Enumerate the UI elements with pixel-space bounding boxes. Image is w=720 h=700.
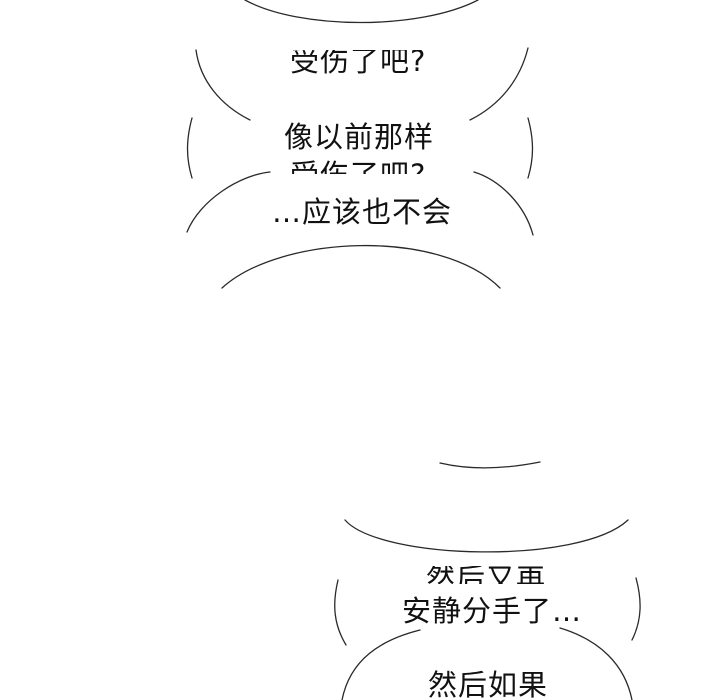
bubble-8-top-arc	[341, 629, 421, 700]
bubble-6-text: 然后又再	[426, 566, 547, 584]
bubble-7-right-curve	[631, 577, 641, 641]
bubble-7-left-curve	[334, 579, 347, 646]
bubble-2-line-1: 像以前那样	[284, 120, 435, 154]
bubble-3-text: …应该也不会	[272, 195, 453, 229]
bubble-1-text-clip: 受伤了吧?	[280, 50, 460, 86]
bubble-1-text: 受伤了吧?	[290, 50, 427, 78]
bubble-5-bottom-arc	[439, 461, 541, 469]
bubble-4-top-arc	[221, 244, 501, 289]
bubble-2-text-clip: 像以前那样 受伤了吧?	[270, 112, 470, 174]
bubble-7-text: 安静分手了…	[402, 594, 583, 628]
bubble-2-right-curve	[527, 117, 534, 179]
bubble-8-top-arc-right	[559, 627, 633, 700]
bubble-1-left-curve	[195, 49, 251, 121]
bubble-8-text: 然后如果	[428, 668, 549, 700]
bubble-top-bottom-arc	[244, 0, 479, 24]
bubble-6-bottom-arc	[344, 519, 629, 553]
bubble-1-right-curve	[469, 47, 529, 121]
bubble-6-text-clip: 然后又再	[420, 566, 570, 584]
bubble-2-line-2: 受伤了吧?	[290, 156, 426, 174]
bubble-3-top-arc	[186, 171, 271, 233]
bubble-3-top-arc-right	[473, 171, 534, 236]
bubble-2-left-curve	[186, 117, 193, 179]
